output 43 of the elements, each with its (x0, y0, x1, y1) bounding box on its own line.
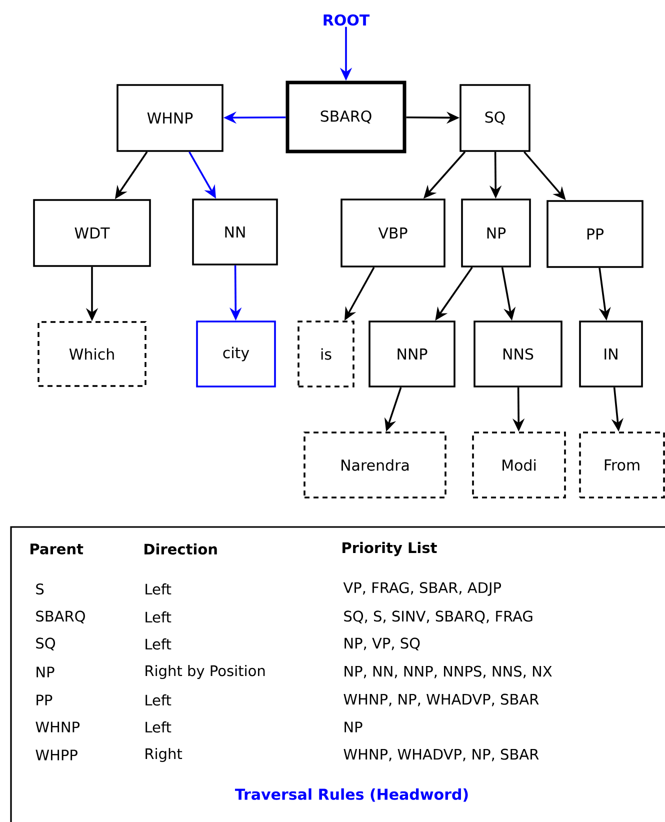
caption: Traversal Rules (Headword) (235, 788, 468, 802)
word-box: city (196, 320, 276, 388)
phrase-box: WHNP (116, 84, 224, 152)
phrase-box: WDT (33, 199, 151, 267)
table-cell: Left (146, 721, 172, 733)
phrase-box: NN (192, 198, 278, 266)
table-cell: Right by Position (146, 664, 265, 680)
root-label: ROOT (324, 14, 370, 26)
table-cell: SQ (36, 638, 55, 650)
table-cell: S (36, 584, 44, 594)
table-cell: VP, FRAG, SBAR, ADJP (343, 582, 501, 596)
phrase-box: VBP (340, 198, 446, 268)
table-cell: WHNP, NP, WHADVP, SBAR (344, 694, 539, 706)
phrase-box: IN (579, 320, 643, 388)
table-cell: NP, NN, NNP, NNPS, NNS, NX (344, 666, 552, 678)
phrase-box: PP (546, 200, 644, 268)
word-box: Modi (472, 432, 566, 498)
table-cell: Left (146, 583, 172, 595)
phrase-box: SBARQ (286, 80, 406, 154)
column-header: Direction (144, 543, 217, 555)
phrase-box: NNP (368, 320, 456, 388)
table-cell: NP (344, 722, 362, 732)
column-header: Priority List (342, 542, 437, 556)
table-cell: PP (36, 694, 52, 706)
table-cell: SQ, S, SINV, SBARQ, FRAG (344, 610, 532, 624)
word-box: Narendra (304, 432, 446, 498)
table-cell: WHNP, WHADVP, NP, SBAR (344, 748, 539, 762)
table-cell: NP, VP, SQ (344, 638, 420, 650)
table-cell: SBARQ (36, 610, 85, 624)
table-cell: Right (146, 748, 182, 762)
column-header: Parent (30, 544, 84, 554)
phrase-box: NNS (474, 320, 562, 388)
table-cell: Left (146, 694, 172, 706)
word-box: Which (38, 321, 146, 387)
phrase-box: SQ (460, 84, 530, 152)
phrase-box: NP (461, 198, 531, 268)
word-box: is (298, 320, 354, 388)
word-box: From (579, 432, 665, 498)
table-cell: Left (146, 611, 172, 623)
table-cell: NP (36, 666, 54, 678)
table-cell: WHNP (36, 722, 80, 732)
table-cell: WHPP (36, 750, 78, 760)
table-cell: Left (146, 638, 172, 650)
